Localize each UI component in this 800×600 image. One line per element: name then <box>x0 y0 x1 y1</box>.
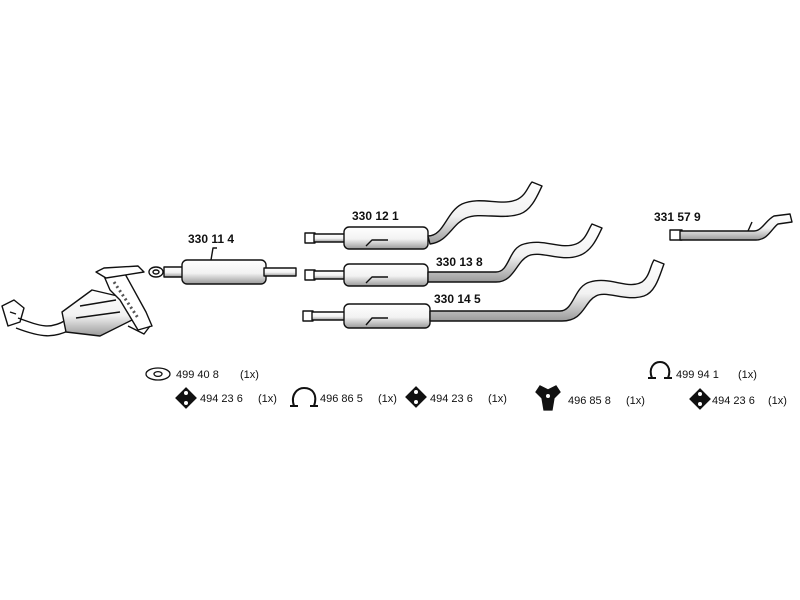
pipe-clamp-icon <box>290 386 318 407</box>
accessory-qty: (1x) <box>378 393 397 405</box>
accessory-code: 494 23 6 <box>712 395 755 407</box>
accessory-qty: (1x) <box>258 393 277 405</box>
rear-silencer-c <box>302 259 665 329</box>
accessory-code: 496 85 8 <box>568 395 611 407</box>
gasket-icon <box>145 367 171 381</box>
accessory-qty: (1x) <box>738 369 757 381</box>
rubber-mount-icon <box>689 388 711 410</box>
front-silencer <box>163 247 297 285</box>
label-rear-silencer-b: 330 13 8 <box>436 255 483 269</box>
accessory-code: 496 86 5 <box>320 393 363 405</box>
accessory-code: 494 23 6 <box>200 393 243 405</box>
clamp-ring-icon <box>648 360 672 379</box>
catalytic-converter-assembly <box>1 265 164 337</box>
label-rear-silencer-a: 330 12 1 <box>352 209 399 223</box>
accessory-code: 499 94 1 <box>676 369 719 381</box>
rubber-mount-icon <box>175 387 197 409</box>
rear-silencer-b <box>304 223 603 287</box>
label-front-silencer: 330 11 4 <box>188 232 234 246</box>
accessory-code: 499 40 8 <box>176 369 219 381</box>
accessory-code: 494 23 6 <box>430 393 473 405</box>
accessories: 499 40 8 (1x) 494 23 6 (1x) 496 86 5 (1x… <box>145 360 787 411</box>
accessory-qty: (1x) <box>768 395 787 407</box>
rear-silencer-a <box>304 181 543 250</box>
label-tail-pipe: 331 57 9 <box>654 210 701 224</box>
hanger-bracket-icon <box>535 385 561 411</box>
tail-pipe <box>669 213 793 241</box>
label-rear-silencer-c: 330 14 5 <box>434 292 481 306</box>
accessory-qty: (1x) <box>626 395 645 407</box>
accessory-qty: (1x) <box>240 369 259 381</box>
rubber-mount-icon <box>405 386 427 408</box>
accessory-qty: (1x) <box>488 393 507 405</box>
